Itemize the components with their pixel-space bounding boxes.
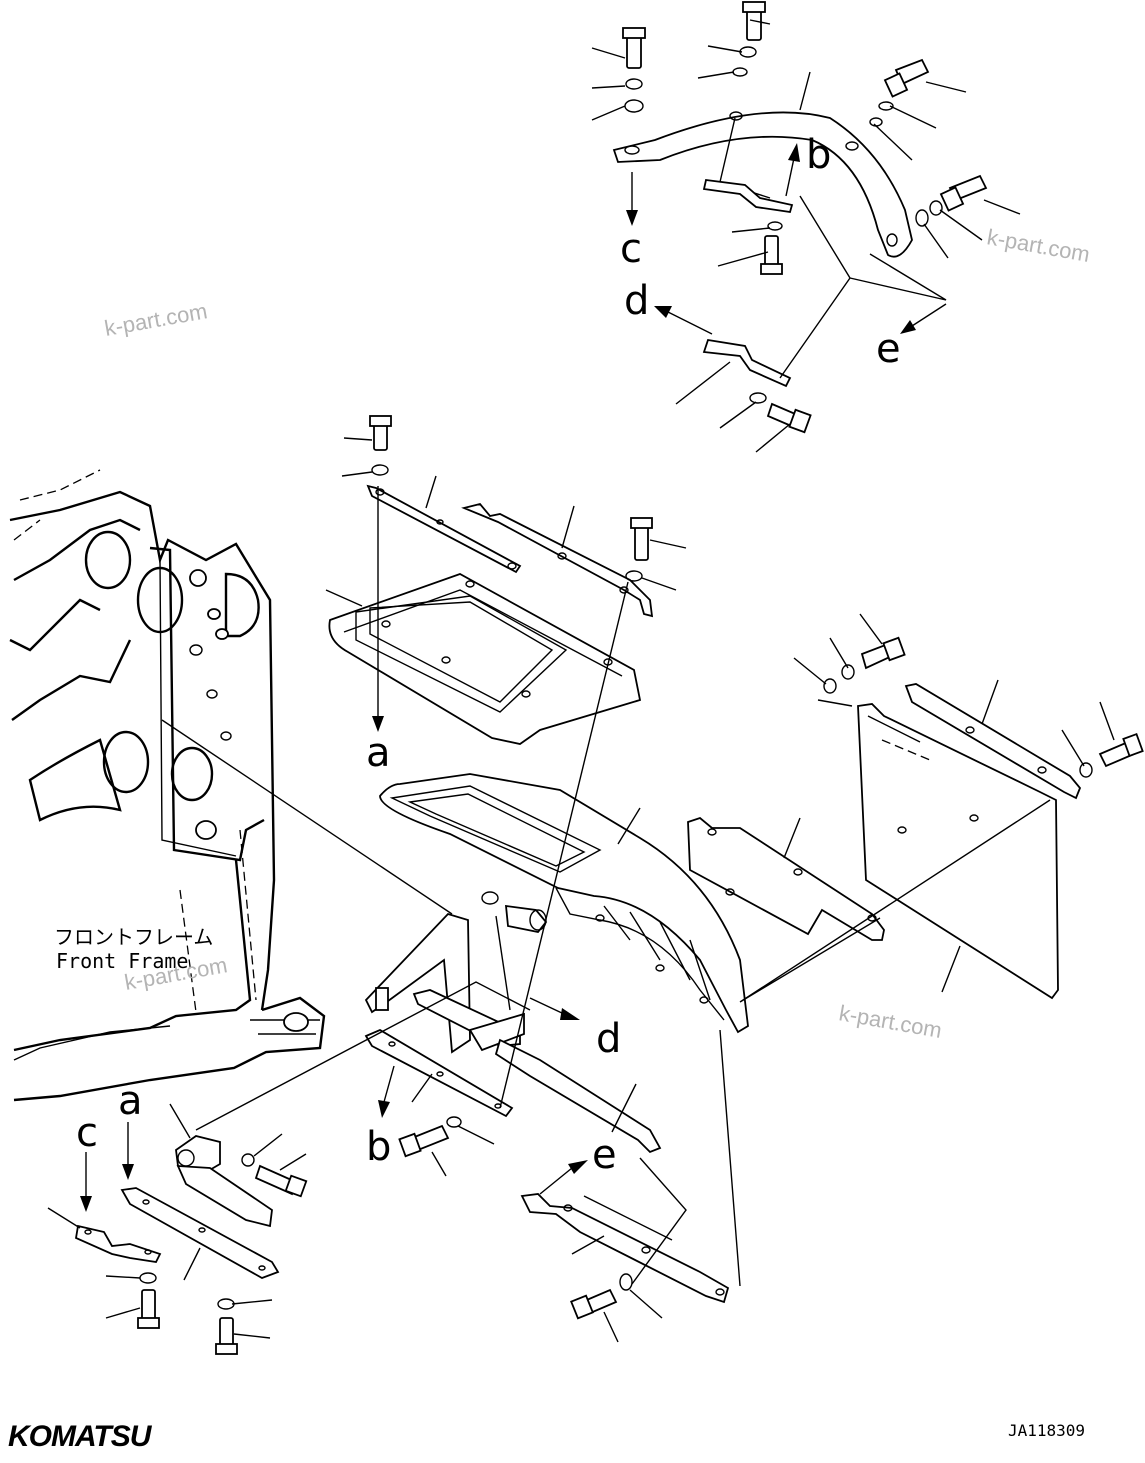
top-leader-lines xyxy=(591,19,1021,453)
top-bolts xyxy=(622,1,988,434)
mid-bolts xyxy=(398,1116,495,1177)
assembly-leader-lines xyxy=(161,581,1051,1287)
lower-fender-shell xyxy=(379,773,749,1034)
callout-d-top: d xyxy=(624,278,649,324)
right-side-panels xyxy=(687,613,1144,1000)
arrows xyxy=(80,143,947,1212)
drawing-number: JA118309 xyxy=(1008,1421,1085,1440)
lower-right-bracket xyxy=(520,1193,730,1343)
left-bottom-brackets xyxy=(47,1103,308,1355)
top-fender-bracket xyxy=(612,111,913,388)
callout-b-top: b xyxy=(806,132,831,178)
callout-d-mid: d xyxy=(596,1016,621,1062)
front-frame-outline xyxy=(9,469,326,1102)
callout-b-low: b xyxy=(366,1124,391,1170)
callout-c-top: c xyxy=(620,226,642,272)
callout-a-mid: a xyxy=(366,730,391,776)
upper-strips xyxy=(341,415,687,618)
front-frame-label-en: Front Frame xyxy=(56,949,188,973)
watermark-2: k-part.com xyxy=(985,224,1092,267)
callout-letters: b c d e a d b e a c xyxy=(76,132,901,1178)
callout-e-low: e xyxy=(592,1132,617,1178)
mid-bracket xyxy=(364,891,662,1154)
callout-a-left: a xyxy=(118,1078,143,1124)
watermark-4: k-part.com xyxy=(837,1000,944,1043)
komatsu-logo: KOMATSU xyxy=(8,1420,153,1453)
watermark-1: k-part.com xyxy=(103,298,210,341)
front-frame-label-jp: フロントフレーム xyxy=(54,925,213,949)
upper-fender-shell xyxy=(325,573,642,745)
callout-e-top: e xyxy=(876,326,901,372)
callout-c-left: c xyxy=(76,1110,98,1156)
